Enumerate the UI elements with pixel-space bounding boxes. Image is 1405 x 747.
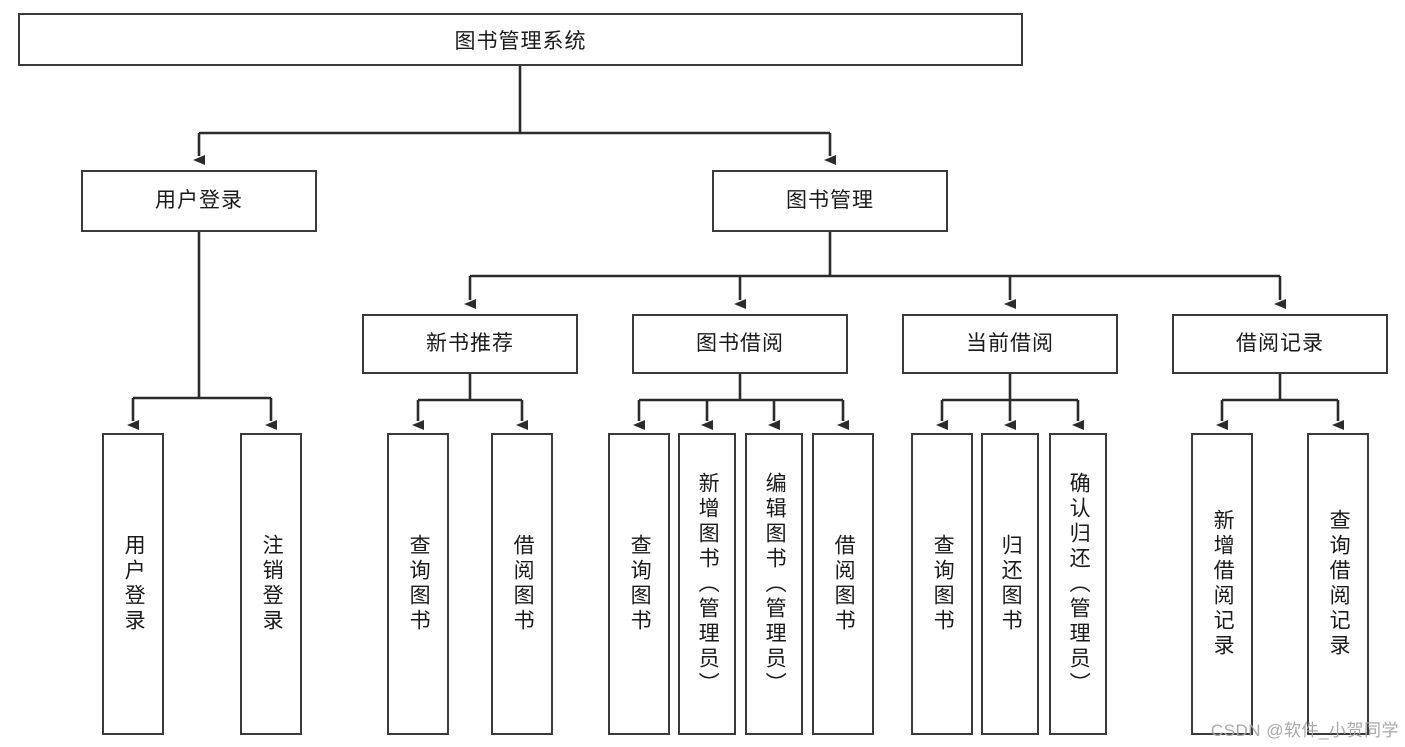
leaf-label: 归还图书 (999, 534, 1023, 634)
node-root[interactable]: 图书管理系统 (18, 13, 1023, 66)
leaf-add-borrow-record[interactable]: 新增借阅记录 (1191, 433, 1253, 735)
leaf-query-book-borrow[interactable]: 查询图书 (608, 433, 670, 735)
leaf-label: 编辑图书（管理员） (763, 471, 787, 697)
leaf-query-book-recommend[interactable]: 查询图书 (387, 433, 449, 735)
leaf-label: 借阅图书 (832, 534, 856, 634)
leaf-user-login[interactable]: 用户登录 (102, 433, 164, 735)
leaf-label: 借阅图书 (511, 534, 535, 634)
leaf-label: 注销登录 (260, 534, 284, 634)
leaf-query-book-current[interactable]: 查询图书 (911, 433, 973, 735)
node-borrow-record[interactable]: 借阅记录 (1172, 314, 1388, 374)
node-current-borrow[interactable]: 当前借阅 (902, 314, 1118, 374)
leaf-label: 新增图书（管理员） (696, 471, 720, 697)
node-user-login[interactable]: 用户登录 (81, 170, 317, 232)
leaf-label: 查询图书 (931, 534, 955, 634)
leaf-label: 查询图书 (407, 534, 431, 634)
leaf-label: 确认归还（管理员） (1067, 471, 1091, 697)
node-book-borrow[interactable]: 图书借阅 (632, 314, 848, 374)
leaf-label: 查询图书 (628, 534, 652, 634)
csdn-watermark: CSDN @软件_小贺同学 (1210, 721, 1399, 740)
leaf-edit-book-admin[interactable]: 编辑图书（管理员） (745, 433, 803, 735)
leaf-label: 用户登录 (122, 534, 146, 634)
leaf-add-book-admin[interactable]: 新增图书（管理员） (678, 433, 736, 735)
leaf-borrow-book-recommend[interactable]: 借阅图书 (491, 433, 553, 735)
leaf-query-borrow-record[interactable]: 查询借阅记录 (1307, 433, 1369, 735)
node-book-manage[interactable]: 图书管理 (712, 170, 948, 232)
leaf-user-logout[interactable]: 注销登录 (240, 433, 302, 735)
leaf-label: 查询借阅记录 (1327, 509, 1351, 659)
leaf-label: 新增借阅记录 (1211, 509, 1235, 659)
leaf-confirm-return-admin[interactable]: 确认归还（管理员） (1049, 433, 1107, 735)
leaf-borrow-book[interactable]: 借阅图书 (812, 433, 874, 735)
leaf-return-book[interactable]: 归还图书 (981, 433, 1039, 735)
node-new-book-recommend[interactable]: 新书推荐 (362, 314, 578, 374)
